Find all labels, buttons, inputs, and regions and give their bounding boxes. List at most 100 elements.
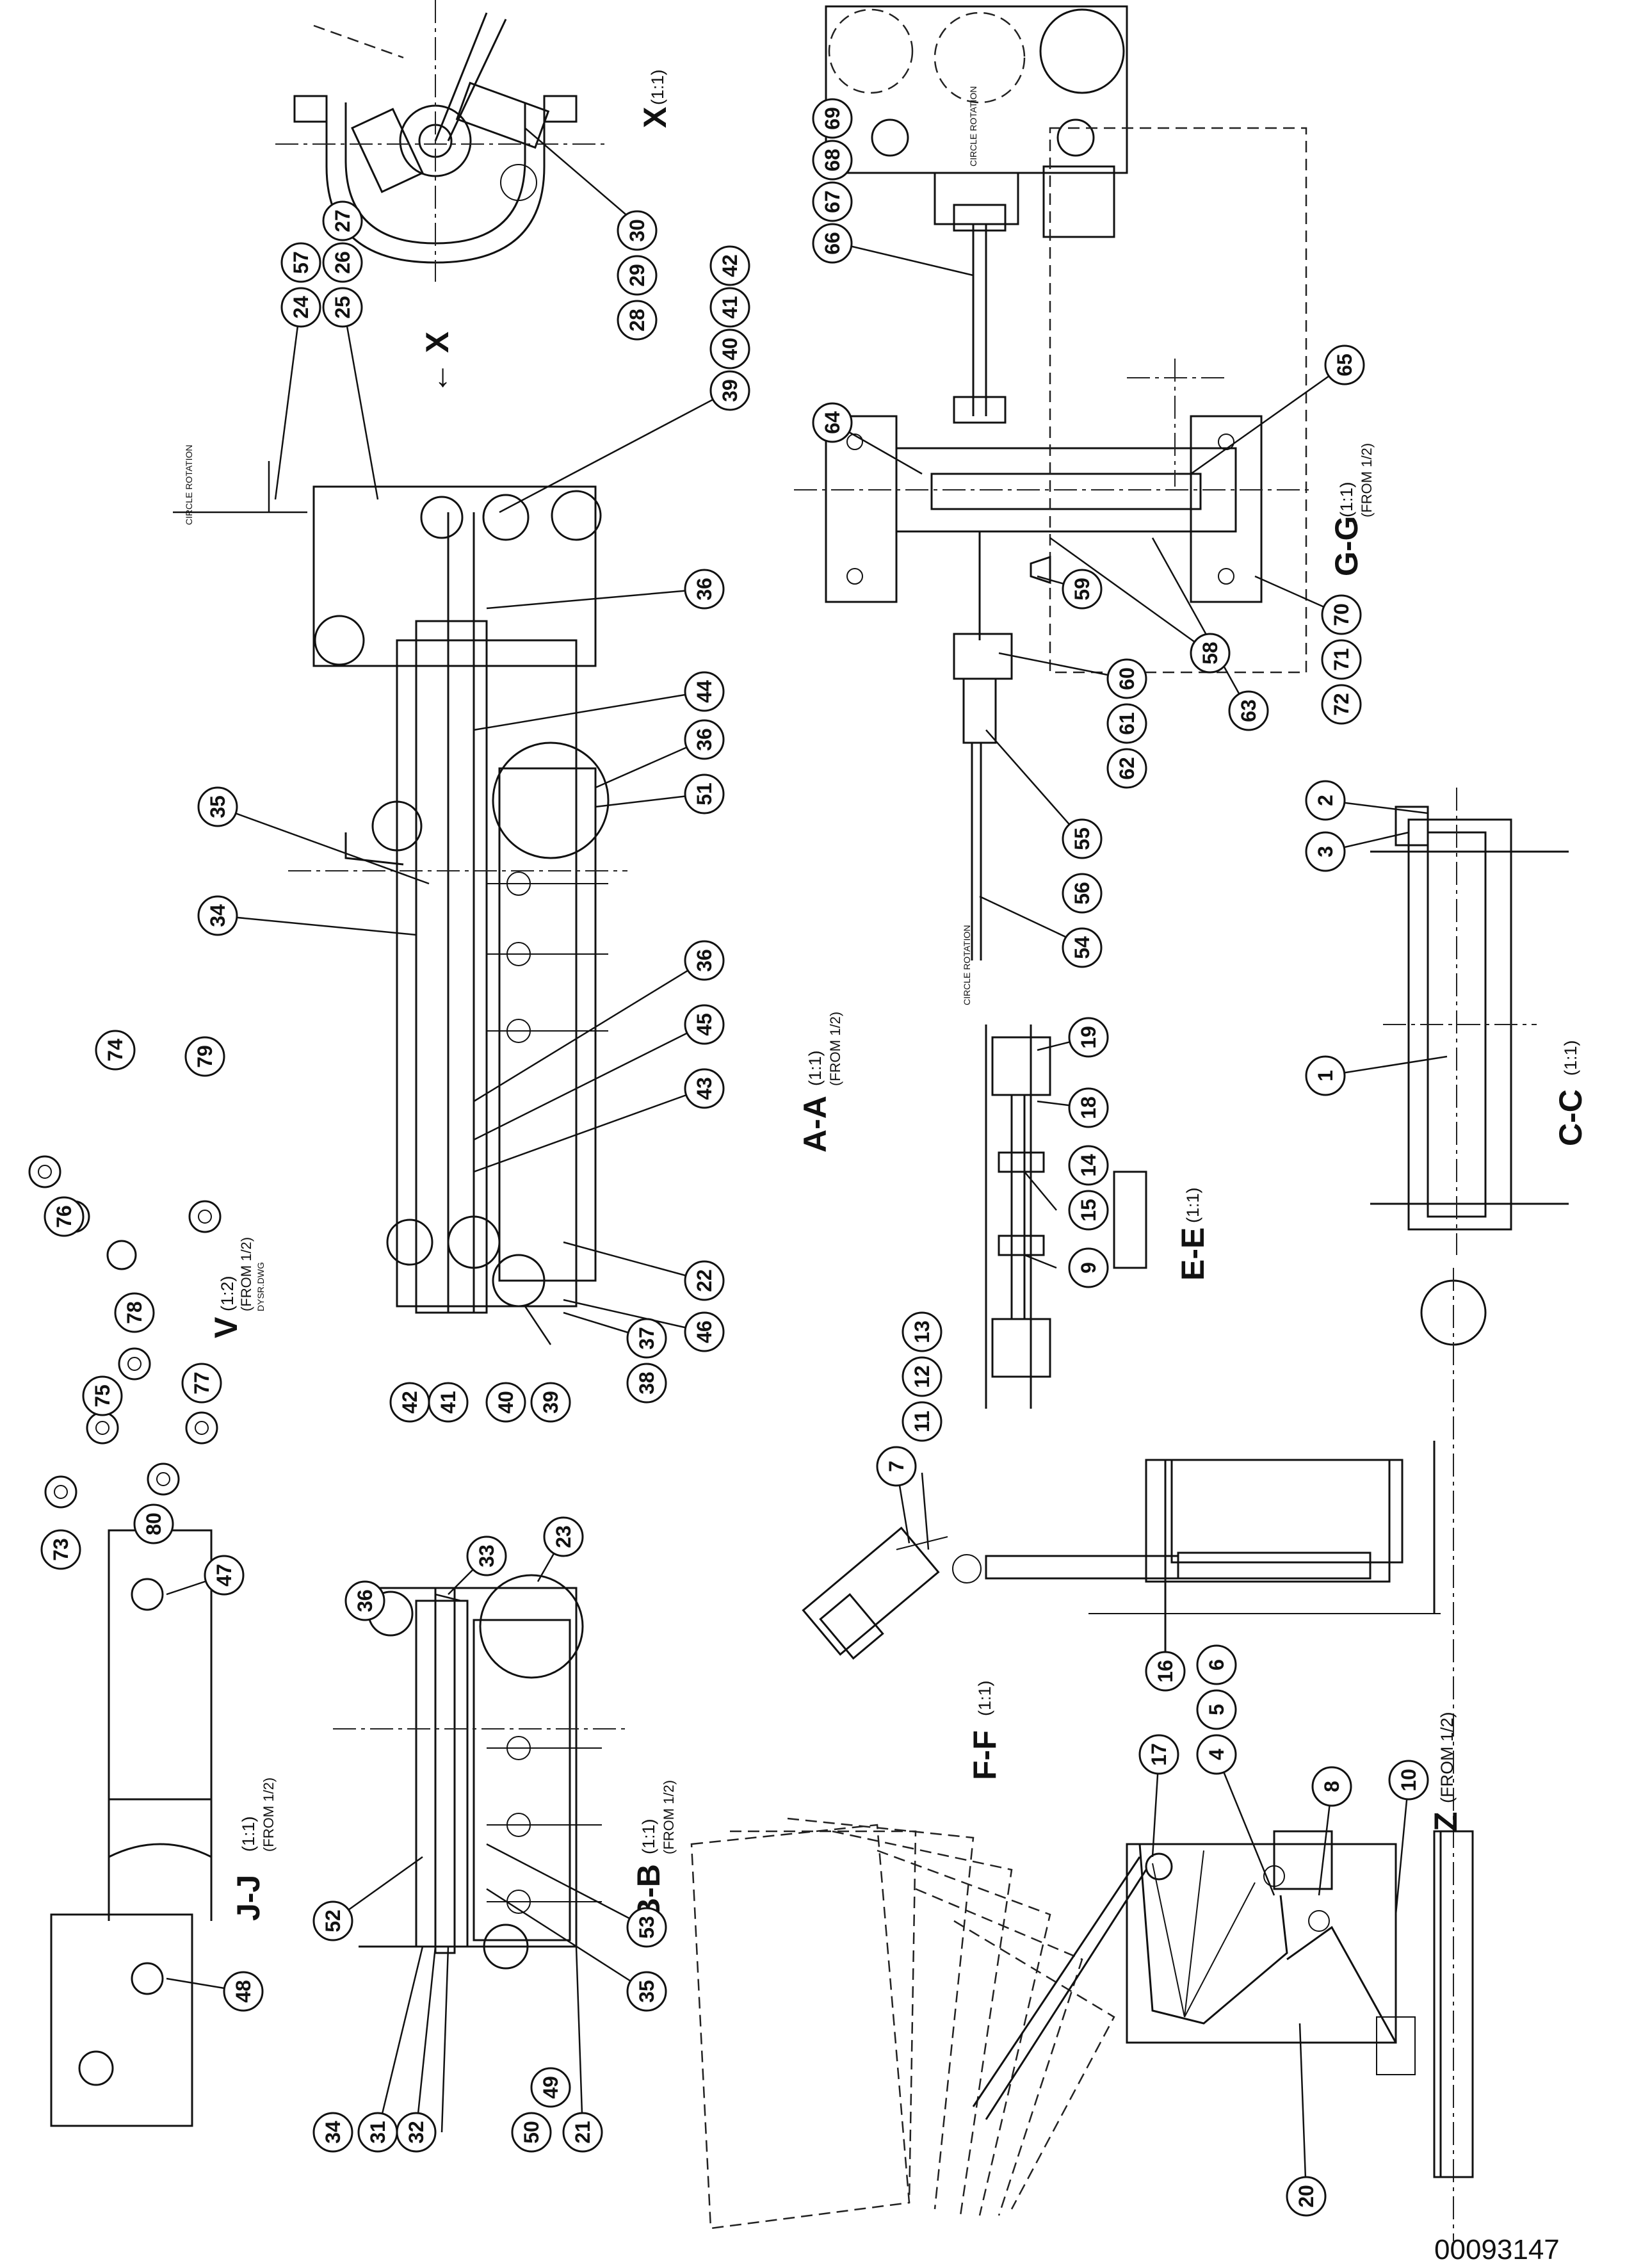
part-balloon: 17 [1138,1734,1179,1775]
balloon-circle [344,1580,385,1621]
part-number: 54 [1071,936,1094,959]
balloon-circle [1062,927,1103,968]
part-balloon: 41 [428,1382,469,1423]
view-title-v: V (1:2) (FROM 1/2) DYSR.DWG [208,1237,266,1338]
view-source: (FROM 1/2) [1359,443,1375,517]
balloon-circle [709,370,750,411]
part-balloon: 52 [312,1900,353,1941]
balloon-circle [322,242,363,283]
part-balloon: 31 [357,2112,398,2153]
part-balloon: 59 [1062,569,1103,610]
part-balloon: 22 [684,1260,725,1301]
part-number: 28 [626,309,649,332]
balloon-circle [197,786,238,827]
balloon-circle [562,2112,603,2153]
part-number: 22 [693,1269,716,1292]
part-number: 34 [206,904,229,927]
part-balloon: 40 [709,328,750,369]
part-number: 40 [494,1391,517,1414]
part-balloon: 51 [684,774,725,814]
part-balloon: 25 [322,287,363,328]
part-number: 36 [353,1589,376,1612]
part-number: 47 [213,1564,236,1587]
part-number: 35 [635,1980,658,2003]
part-balloon: 27 [322,200,363,241]
part-balloon: 36 [684,719,725,760]
part-number: 14 [1077,1154,1100,1177]
part-balloon: 80 [133,1503,174,1544]
part-balloon: 11 [902,1401,942,1442]
view-title-b-b: B-B (1:1) (FROM 1/2) [631,1780,677,1921]
view-scale: (1:1) [639,1818,658,1854]
balloon-group: 3029282526272457394041423644365135343645… [40,98,1429,2217]
part-balloon: 12 [902,1356,942,1397]
balloon-circle [709,328,750,369]
part-balloon: 14 [1068,1145,1109,1186]
part-balloon: 45 [684,1004,725,1045]
part-balloon: 36 [684,940,725,981]
view-title-a-a: A-A (1:1) (FROM 1/2) [797,1012,843,1153]
part-balloon: 35 [626,1971,667,2012]
part-number: 49 [539,2076,562,2099]
balloon-circle [280,287,321,328]
part-balloon: 76 [44,1196,85,1237]
balloon-circle [114,1292,155,1333]
balloon-circle [626,1318,667,1359]
part-number: 56 [1071,882,1094,905]
balloon-circle [1196,1644,1237,1685]
view-title-x: X (1:1) [637,69,673,128]
balloon-circle [902,1356,942,1397]
part-number: 41 [718,296,741,319]
view-title-letter: J-J [231,1875,266,1921]
balloon-circle [530,2067,571,2108]
part-balloon: 68 [812,140,853,181]
view-z-upper [952,1441,1441,1665]
part-number: 2 [1314,795,1337,806]
view-c-c [1370,788,1569,2241]
part-balloon: 36 [684,569,725,610]
balloon-circle [684,940,725,981]
view-title-g-g: G-G (1:1) (FROM 1/2) [1329,443,1375,576]
view-note: DYSR.DWG [255,1262,266,1311]
part-balloon: 13 [902,1311,942,1352]
part-number: 42 [398,1391,421,1414]
part-number: 6 [1205,1659,1228,1671]
part-number: 1 [1314,1070,1337,1081]
part-number: 57 [289,251,312,274]
part-number: 36 [693,728,716,751]
balloon-circle [1068,1087,1109,1128]
part-balloon: 18 [1068,1087,1109,1128]
balloon-circle [812,223,853,264]
part-number: 41 [437,1391,460,1414]
balloon-circle [1068,1145,1109,1186]
part-balloon: 63 [1228,690,1269,731]
part-balloon: 46 [684,1311,725,1352]
balloon-circle [280,242,321,283]
balloon-circle [466,1535,507,1576]
part-balloon: 23 [543,1516,584,1557]
part-balloon: 62 [1106,748,1147,789]
part-number: 10 [1397,1769,1420,1792]
balloon-circle [812,140,853,181]
view-scale: (1:1) [648,69,667,105]
balloon-circle [1068,1017,1109,1058]
part-balloon: 48 [223,1971,264,2012]
part-number: 21 [571,2121,594,2144]
part-number: 48 [232,1980,255,2003]
part-balloon: 65 [1324,344,1365,385]
view-title-e-e: E-E (1:1) [1175,1187,1211,1281]
part-number: 18 [1077,1096,1100,1119]
balloon-circle [1138,1734,1179,1775]
part-balloon: 2 [1305,780,1346,821]
part-number: 29 [626,264,649,287]
balloon-circle [902,1311,942,1352]
part-balloon: 57 [280,242,321,283]
part-balloon: 73 [40,1529,81,1570]
part-balloon: 32 [396,2112,437,2153]
part-balloon: 75 [82,1375,123,1416]
balloon-circle [684,1004,725,1045]
balloon-circle [1388,1760,1429,1801]
part-balloon: 42 [389,1382,430,1423]
view-scale: (FROM 1/2) [1437,1712,1457,1803]
